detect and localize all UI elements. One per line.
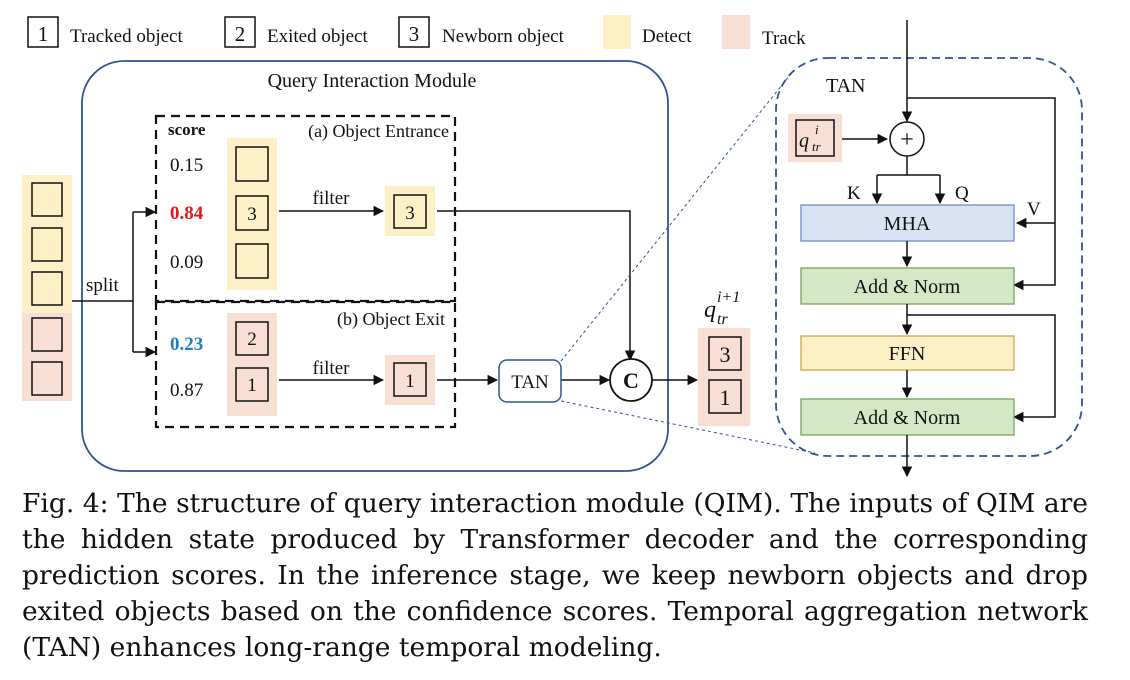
entrance-dashed-frame	[154, 114, 457, 303]
add-norm-block-1	[800, 267, 1015, 305]
input-query-box	[31, 182, 63, 217]
input-query-box	[31, 317, 63, 352]
ffn-label: FFN	[889, 343, 926, 365]
legend-tracked-number: 1	[38, 22, 49, 46]
ffn-block	[800, 335, 1015, 371]
qim-title: Query Interaction Module	[268, 70, 477, 92]
exit-box-label: 1	[247, 375, 257, 396]
object-exit-panel: (b) Object Exit 0.23 0.87 2 1 filter 1	[154, 300, 457, 429]
exit-dashed-frame	[154, 300, 457, 429]
legend-newborn-number: 3	[409, 22, 420, 46]
tan-block	[498, 359, 562, 403]
output-queries: q i+1 tr 3 1	[698, 289, 750, 426]
split-connector: split	[72, 206, 157, 358]
exit-score-low: 0.23	[170, 334, 203, 355]
input-query-box	[31, 227, 63, 262]
query-label: Q	[955, 183, 969, 204]
entrance-score: 0.15	[170, 155, 203, 176]
entrance-score-high: 0.84	[170, 203, 204, 224]
input-detect-band	[22, 175, 72, 315]
entrance-box-label: 3	[247, 204, 257, 225]
entrance-query-box	[235, 146, 269, 182]
tan-query-superscript: i	[815, 122, 819, 137]
concat-label: C	[623, 368, 639, 393]
output-query-superscript: i+1	[717, 289, 740, 306]
legend: 1 Tracked object 2 Exited object 3 Newbo…	[27, 15, 806, 49]
mha-block	[800, 204, 1015, 242]
mha-label: MHA	[884, 213, 931, 235]
entrance-score: 0.09	[170, 252, 203, 273]
add-norm-label-1: Add & Norm	[854, 276, 961, 298]
exit-query-box	[235, 321, 269, 356]
legend-track-label: Track	[762, 28, 806, 49]
legend-newborn-box	[398, 16, 430, 48]
output-query-subscript: tr	[717, 311, 728, 328]
entrance-title: (a) Object Entrance	[308, 121, 449, 142]
legend-detect-label: Detect	[642, 26, 692, 47]
legend-tracked-box	[27, 16, 59, 48]
score-header: score	[168, 120, 206, 139]
input-query-box	[31, 271, 63, 306]
add-norm-block-2	[800, 398, 1015, 436]
legend-track-swatch	[722, 15, 750, 49]
tan-detail-title: TAN	[826, 75, 866, 97]
exit-query-box	[235, 367, 269, 402]
entrance-output-box	[393, 194, 427, 229]
input-track-band	[22, 313, 72, 401]
legend-detect-swatch	[603, 15, 631, 49]
output-query-box	[708, 379, 742, 414]
legend-exited-number: 2	[235, 22, 246, 46]
value-label: V	[1027, 199, 1041, 220]
zoom-guide-line	[560, 400, 816, 454]
add-norm-label-2: Add & Norm	[854, 407, 961, 429]
tan-detail-panel: TAN q i tr + K Q V MHA Add & Norm	[775, 20, 1083, 478]
figure-caption: Fig. 4: The structure of query interacti…	[22, 488, 1088, 663]
object-entrance-panel: (a) Object Entrance score 0.15 0.84 0.09…	[154, 114, 457, 303]
output-box-label: 3	[720, 342, 731, 367]
tan-query-box	[795, 119, 835, 157]
exit-box-label: 2	[247, 329, 257, 350]
entrance-filter-label: filter	[313, 188, 351, 209]
add-node-symbol: +	[900, 127, 914, 153]
tan-detail-frame	[775, 57, 1083, 457]
legend-tracked-label: Tracked object	[70, 26, 183, 47]
exit-filter-label: filter	[313, 358, 351, 379]
concat-node	[609, 358, 653, 402]
qim-diagram: 1 Tracked object 2 Exited object 3 Newbo…	[22, 15, 1083, 478]
legend-exited-label: Exited object	[267, 26, 368, 47]
exit-title: (b) Object Exit	[337, 309, 445, 330]
qim-frame	[81, 60, 669, 472]
tan-block-label: TAN	[511, 372, 549, 393]
exit-score: 0.87	[170, 380, 203, 401]
split-label: split	[86, 275, 119, 296]
qim-connectors	[437, 210, 699, 386]
zoom-guide-line	[560, 74, 791, 362]
tan-query-symbol: q	[799, 130, 809, 152]
legend-exited-box	[224, 16, 256, 48]
output-box-label: 1	[720, 385, 731, 410]
tan-query-subscript: tr	[812, 139, 822, 154]
entrance-output-label: 3	[405, 203, 415, 224]
output-query-box	[708, 336, 742, 371]
output-query-symbol: q	[704, 297, 716, 323]
exit-output-label: 1	[405, 371, 415, 392]
input-query-box	[31, 361, 63, 396]
entrance-query-box	[235, 243, 269, 279]
input-queries	[22, 175, 72, 401]
entrance-query-box	[235, 195, 269, 231]
legend-newborn-label: Newborn object	[442, 26, 565, 47]
exit-output-box	[393, 362, 427, 397]
key-label: K	[847, 183, 861, 204]
